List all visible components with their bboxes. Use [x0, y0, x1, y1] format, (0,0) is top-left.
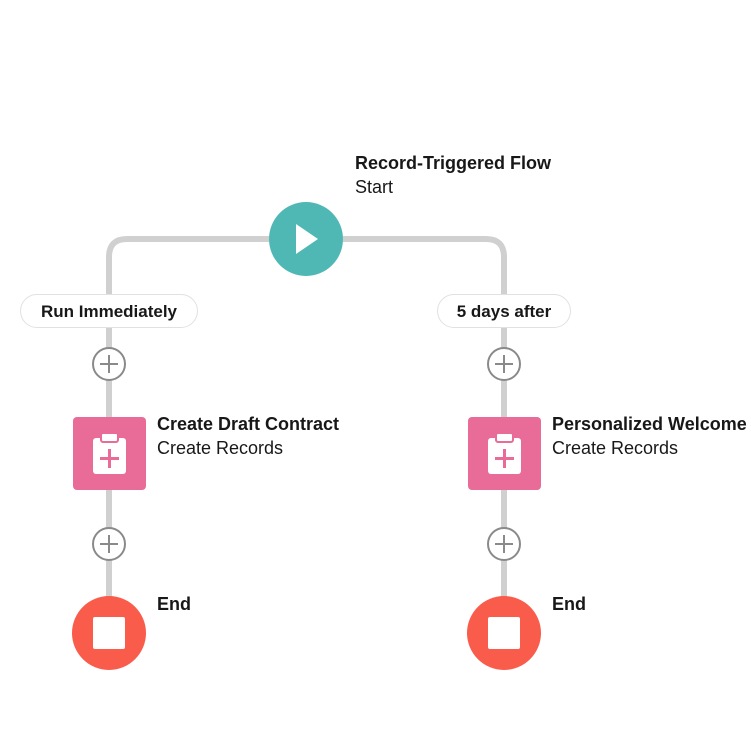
element-title: Create Draft Contract	[157, 414, 340, 434]
add-element-button[interactable]	[487, 527, 521, 561]
add-element-button[interactable]	[92, 347, 126, 381]
element-type: Create Records	[552, 438, 679, 458]
branch-label-5-days-after[interactable]: 5 days after	[437, 294, 571, 328]
clipboard-plus-icon	[488, 432, 521, 474]
start-title: Record-Triggered Flow	[355, 153, 552, 173]
add-element-button[interactable]	[487, 347, 521, 381]
connector-right-branch	[343, 236, 507, 600]
play-icon	[296, 224, 318, 254]
add-element-button[interactable]	[92, 527, 126, 561]
start-node[interactable]	[269, 202, 343, 276]
element-title: Personalized Welcome	[552, 414, 747, 434]
stop-icon	[488, 617, 520, 649]
end-label: End	[552, 594, 586, 614]
create-records-node-left[interactable]	[73, 417, 146, 490]
create-records-node-right[interactable]	[468, 417, 541, 490]
connector-left-branch	[106, 236, 269, 600]
end-label: End	[157, 594, 191, 614]
clipboard-plus-icon	[93, 432, 126, 474]
branch-label-run-immediately[interactable]: Run Immediately	[20, 294, 198, 328]
element-type: Create Records	[157, 438, 284, 458]
start-subtitle: Start	[355, 177, 394, 197]
end-node-right[interactable]	[467, 596, 541, 670]
stop-icon	[93, 617, 125, 649]
end-node-left[interactable]	[72, 596, 146, 670]
